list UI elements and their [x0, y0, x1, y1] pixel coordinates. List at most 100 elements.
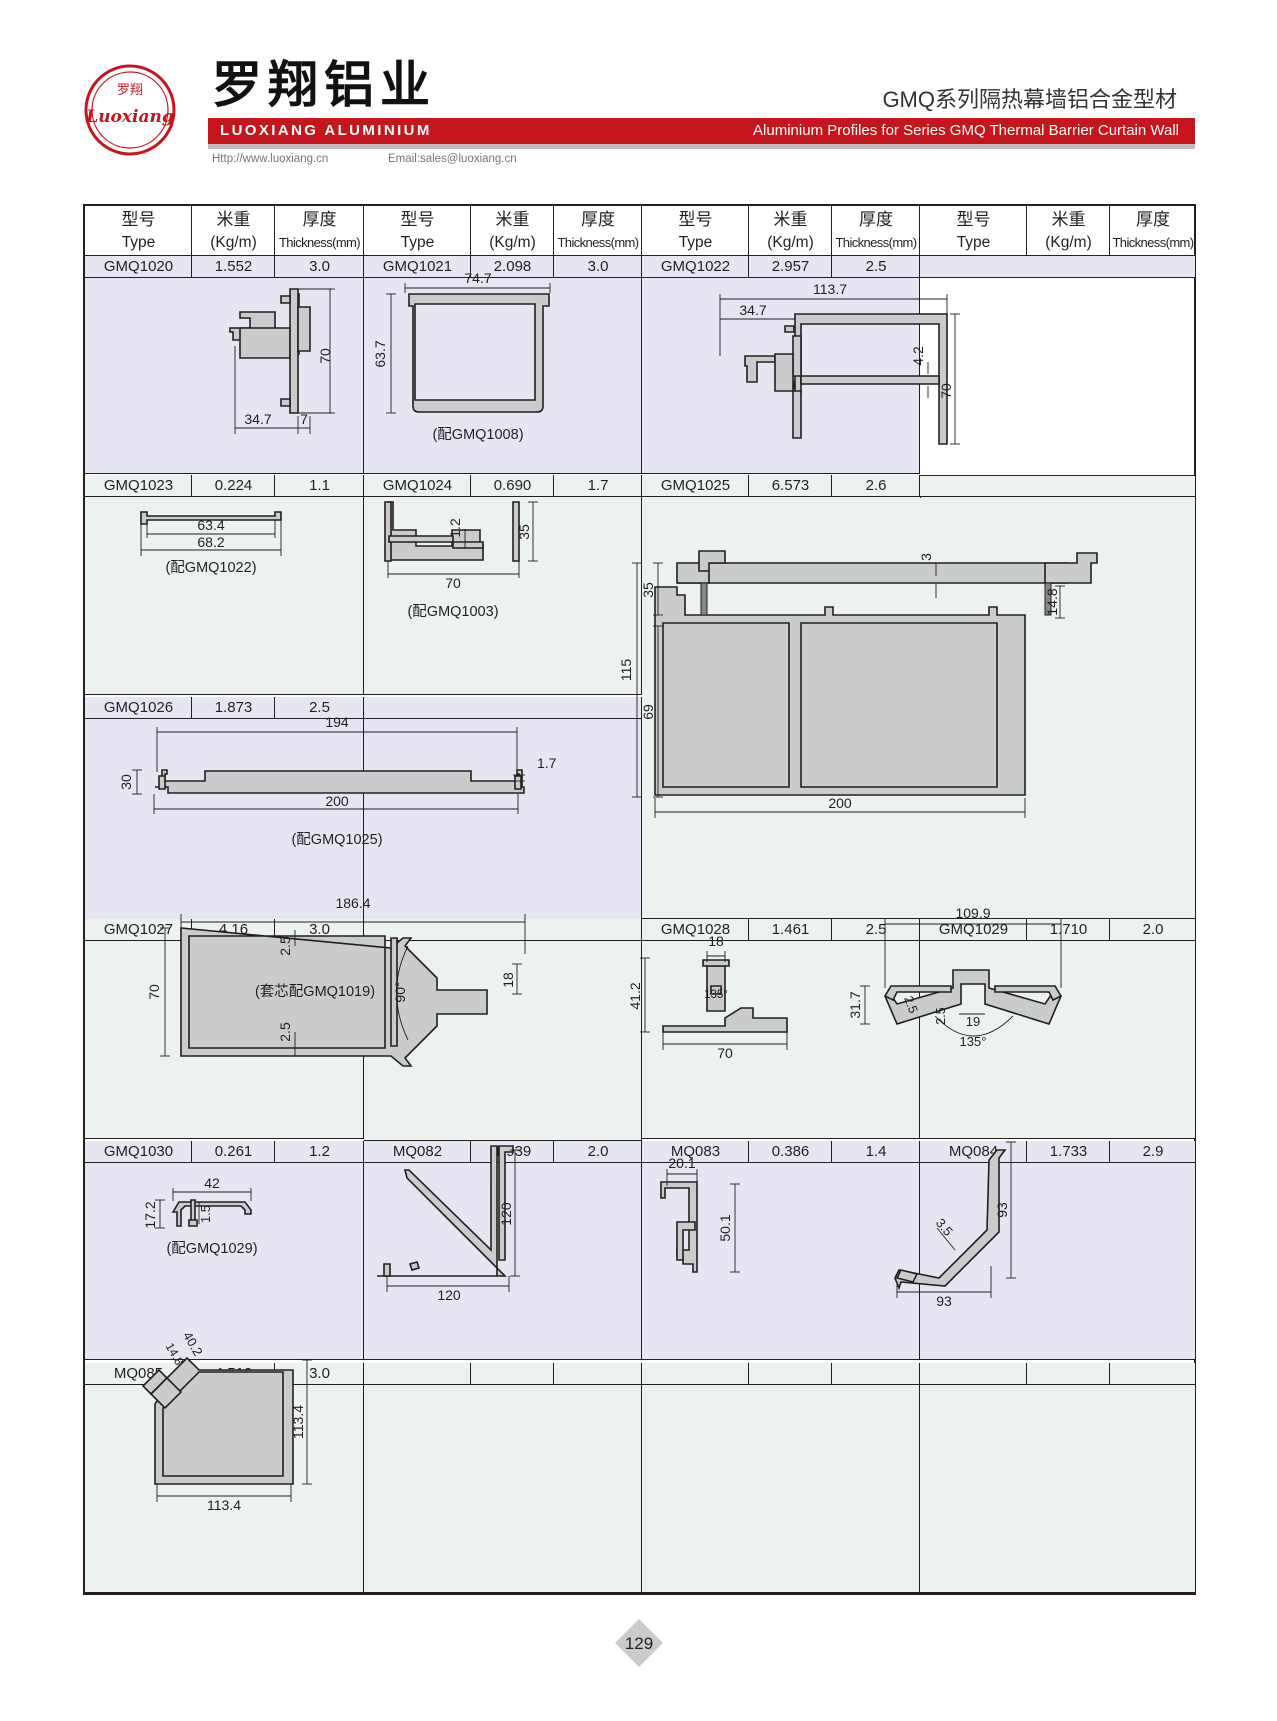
profile-info-weight: 0.261	[192, 1141, 275, 1163]
thickness-header: 厚度 Thickness(mm)	[275, 206, 364, 256]
profile-thickness-value: 2.9	[1142, 1143, 1164, 1160]
dimension-label: 70	[445, 575, 461, 591]
profile-section	[280, 295, 291, 304]
dimension-label: 34.7	[739, 302, 766, 318]
profile-info-weight: 0.224	[192, 475, 275, 497]
profile-type-value: GMQ1028	[660, 921, 731, 938]
profile-info-type: MQ082	[364, 1141, 471, 1163]
empty-info-subcell	[832, 1363, 920, 1385]
dimension-label: 7	[300, 411, 308, 427]
image-cell-blank	[642, 1385, 920, 1593]
profile-section	[190, 1199, 196, 1223]
profile-type-value: GMQ1021	[382, 258, 453, 275]
thickness-header-label: 厚度 Thickness(mm)	[275, 208, 364, 254]
dimension-label: 74.7	[464, 270, 491, 286]
gmq1025-right-flange	[1044, 552, 1098, 584]
empty-info-subcell	[1110, 1363, 1196, 1385]
gmq1025-left-flange	[677, 550, 726, 584]
profile-note: (配GMQ1008)	[432, 426, 523, 443]
type-header-en: Type	[678, 234, 713, 251]
profile-thickness-value: 1.2	[309, 1143, 330, 1160]
profile-weight-value: 1.552	[214, 258, 253, 275]
profile-weight-value: 1.873	[214, 699, 253, 716]
weight-header-label: 米重(Kg/m)	[192, 208, 275, 254]
profile-thickness-value: 3.0	[309, 258, 330, 275]
profile-info-weight: 0.690	[471, 475, 554, 497]
dimension-label: 18	[708, 933, 724, 949]
type-header-cn: 型号	[956, 210, 991, 229]
gmq1026-section	[155, 769, 525, 794]
profile-info-type: GMQ1025	[642, 475, 749, 497]
type-header-en: Type	[121, 234, 156, 251]
dimension-label: 31.7	[847, 991, 863, 1018]
spacer	[920, 475, 1027, 476]
profile-thickness-value: 1.7	[587, 477, 609, 494]
profile-type-value: GMQ1027	[103, 921, 174, 938]
dimension-label: 1.2	[447, 518, 463, 538]
profile-note: (配GMQ1022)	[165, 559, 256, 576]
profile-info-thickness: 3.0	[275, 256, 364, 278]
image-cell-blank	[920, 1385, 1196, 1593]
image-cell-gmq1021	[364, 278, 642, 474]
profile-section	[514, 775, 522, 790]
dimension-label: 113.4	[290, 1405, 306, 1439]
series-title-en: Aluminium Profiles for Series GMQ Therma…	[753, 122, 1179, 139]
profile-section	[774, 353, 794, 392]
dimension-label: 70	[938, 383, 954, 399]
thermal-break	[700, 582, 708, 616]
profile-info-weight: 1.552	[192, 256, 275, 278]
profile-section	[289, 288, 299, 414]
image-cell-gmq1028	[642, 941, 920, 1139]
empty-info-subcell	[1027, 1363, 1110, 1385]
type-header-cn: 型号	[678, 210, 713, 229]
profile-section	[149, 1376, 183, 1410]
angle-arc	[396, 945, 409, 1041]
dimension-label: 120	[437, 1287, 461, 1303]
profile-info-thickness: 2.0	[554, 1141, 642, 1163]
profile-type-value: GMQ1025	[660, 477, 731, 494]
mq085-section	[154, 1356, 294, 1485]
gmq1029-left-lip	[883, 985, 952, 1002]
profile-info-type: GMQ1029	[920, 919, 1027, 941]
empty-info-subcell	[920, 1363, 1027, 1385]
profile-type-value: GMQ1023	[103, 477, 174, 494]
profile-weight-value: 2.098	[493, 258, 532, 275]
profile-info-weight: 0.386	[749, 1141, 832, 1163]
dimension-label: 109.9	[955, 905, 990, 921]
page-number: 129	[625, 1634, 653, 1653]
dimension-label: 3.5	[933, 1215, 956, 1238]
dimension-line	[936, 1227, 956, 1251]
gmq1025-top	[676, 562, 1068, 584]
profile-weight-value: 2.957	[771, 258, 810, 275]
thickness-header-en: Thickness(mm)	[1112, 235, 1194, 250]
profile-section	[390, 937, 398, 1047]
profile-section	[280, 398, 291, 407]
dimension-label: 2.5	[934, 1007, 948, 1024]
profile-thickness-value: 2.5	[865, 258, 887, 275]
dimension-label: 41.2	[627, 982, 643, 1009]
profile-info-thickness: 3.0	[554, 256, 642, 278]
type-header-label: 型号 Type	[642, 208, 749, 254]
thickness-header-en: Thickness(mm)	[835, 235, 917, 250]
thickness-header-en: Thickness(mm)	[278, 235, 361, 250]
brand-name-cn: 罗翔铝业	[212, 56, 436, 114]
header-gray-bar	[208, 144, 1195, 149]
profile-type-value: GMQ1030	[103, 1143, 174, 1160]
weight-header-cn: 米重	[495, 210, 530, 229]
dimension-label: 200	[325, 793, 349, 809]
thickness-header-cn: 厚度	[302, 210, 337, 229]
gmq1025-chambers	[662, 622, 998, 788]
series-title-cn: GMQ系列隔热幕墙铝合金型材	[882, 87, 1177, 112]
website-link[interactable]: Http://www.luoxiang.cn	[212, 153, 329, 165]
email-link[interactable]: Email:sales@luoxiang.cn	[388, 153, 517, 165]
profile-type-value: GMQ1026	[103, 699, 174, 716]
empty-info-cell	[364, 697, 642, 719]
dimension-label: 93	[936, 1293, 952, 1309]
